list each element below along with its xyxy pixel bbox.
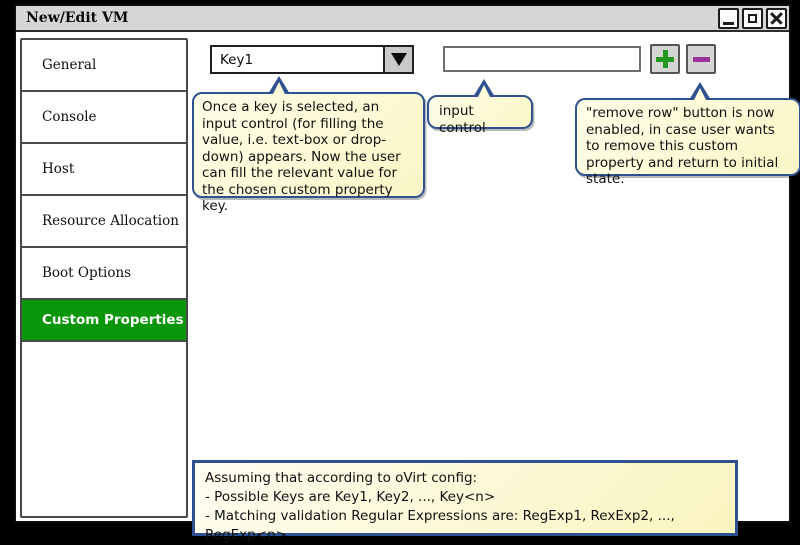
new-edit-vm-window: New/Edit VM General Console Host Resourc… xyxy=(14,4,800,543)
key-selected-callout: Once a key is selected, an input control… xyxy=(192,76,425,214)
plus-icon xyxy=(656,50,674,68)
note-line-2: - Possible Keys are Key1, Key2, ..., Key… xyxy=(205,489,496,505)
minimize-button[interactable] xyxy=(718,7,739,29)
dropdown-arrow-button[interactable] xyxy=(383,47,412,72)
key-selected-callout-text: Once a key is selected, an input control… xyxy=(202,99,401,214)
add-row-button[interactable] xyxy=(650,44,680,74)
ovirt-config-note: Assuming that according to oVirt config:… xyxy=(192,460,738,543)
window-title: New/Edit VM xyxy=(26,10,129,26)
tab-custom-properties[interactable]: Custom Properties xyxy=(22,300,186,342)
minimize-icon xyxy=(723,22,734,25)
note-line-1: Assuming that according to oVirt config: xyxy=(205,470,478,486)
input-control-callout: input control xyxy=(427,79,533,136)
custom-property-key-dropdown[interactable]: Key1 xyxy=(210,45,414,74)
sidebar-tabs: General Console Host Resource Allocation… xyxy=(20,38,188,518)
tab-boot-options[interactable]: Boot Options xyxy=(22,248,186,300)
maximize-button[interactable] xyxy=(742,7,763,29)
input-control-callout-text: input control xyxy=(439,103,486,136)
note-line-3: - Matching validation Regular Expression… xyxy=(205,508,675,543)
maximize-icon xyxy=(748,13,757,23)
tab-console[interactable]: Console xyxy=(22,92,186,144)
remove-row-button[interactable] xyxy=(686,44,716,74)
close-icon xyxy=(770,11,783,25)
tab-resource-allocation[interactable]: Resource Allocation xyxy=(22,196,186,248)
titlebar: New/Edit VM xyxy=(16,6,789,32)
tab-host[interactable]: Host xyxy=(22,144,186,196)
remove-row-callout: "remove row" button is now enabled, in c… xyxy=(575,82,800,187)
remove-row-callout-text: "remove row" button is now enabled, in c… xyxy=(586,105,779,187)
key-dropdown-value: Key1 xyxy=(220,52,254,68)
minus-icon xyxy=(692,56,710,62)
tab-general[interactable]: General xyxy=(22,40,186,92)
chevron-down-icon xyxy=(390,53,407,66)
close-button[interactable] xyxy=(766,7,787,29)
custom-property-value-input[interactable] xyxy=(443,46,641,72)
